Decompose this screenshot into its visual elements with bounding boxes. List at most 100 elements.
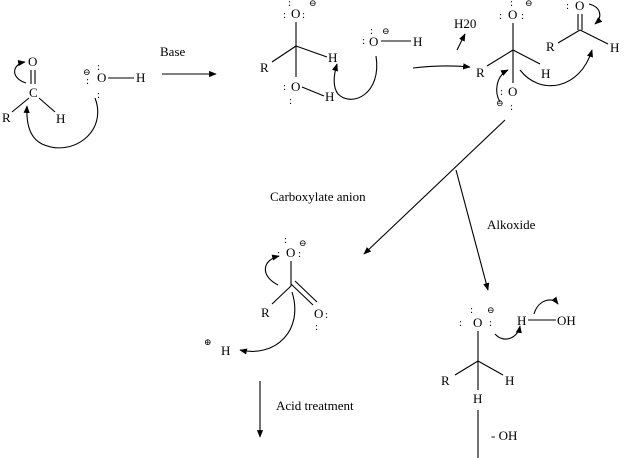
aldehyde-oxygen: O xyxy=(28,54,37,69)
alkoxide-label: Alkoxide xyxy=(487,217,536,232)
second-aldehyde-structure: : O R H xyxy=(546,0,619,55)
hydrate-ch-bond xyxy=(295,45,328,58)
hydroxide-1-charge: ⊖ xyxy=(83,67,91,77)
alkoxide-protonation-arrow xyxy=(494,325,522,340)
carboxylate-top-o-charge: ⊖ xyxy=(299,238,307,248)
hydroxide-2-oxygen: O xyxy=(369,34,378,49)
hydroxide-2-charge: ⊖ xyxy=(382,26,390,36)
hydrate-to-dianion-arrow xyxy=(412,63,471,70)
dianion-top-o-lone-pair-right: : xyxy=(521,10,525,22)
hydrate-top-o-lone-pair-left: : xyxy=(283,9,287,21)
hydrate-oh-bond xyxy=(301,86,325,97)
alkoxide-structure: : ⊖ : O : R H H xyxy=(441,304,522,406)
aldehyde-2-hydrogen: H xyxy=(610,40,619,55)
carboxylate-r-group: R xyxy=(261,305,270,320)
aldehyde-2-r-group: R xyxy=(546,39,555,54)
aldehyde-cr-bond xyxy=(11,97,30,113)
hydroxide-ion-2: : : ⊖ O H xyxy=(332,25,422,100)
aldehyde-2-oxygen: O xyxy=(575,0,584,13)
carboxylate-co-double-2 xyxy=(294,280,318,303)
alkoxide-o-lone-pair-top: : xyxy=(470,304,474,316)
carboxylate-right-o-lone-pair-bottom: : xyxy=(315,321,319,333)
aldehyde-hydrogen: H xyxy=(56,111,65,126)
dianion-cr-bond xyxy=(486,49,514,67)
hydrate-top-o-charge: ⊖ xyxy=(309,0,317,8)
protonation-arrow xyxy=(239,291,296,355)
water-hydrogen: H xyxy=(517,313,526,328)
to-alkoxide-arrow xyxy=(455,169,490,291)
water-label: H20 xyxy=(454,16,476,31)
dianion-reform-carbonyl-arrow xyxy=(496,69,509,103)
hydroxide-1-hydrogen: H xyxy=(136,70,145,85)
hydroxide-1-oxygen: O xyxy=(97,70,106,85)
hydride-transfer-arrow xyxy=(519,49,593,87)
carboxylate-right-o-lone-pair-right: : xyxy=(325,309,329,321)
hydrate-top-o-lone-pair-right: : xyxy=(302,9,306,21)
acid-treatment-label: Acid treatment xyxy=(276,398,354,413)
hydroxide-attack-arrow xyxy=(23,97,99,149)
hydroxide-2-lone-pair-top: : xyxy=(370,25,374,37)
alkoxide-hydrogen-right: H xyxy=(505,373,514,388)
carboxylate-top-oxygen: O xyxy=(286,245,295,260)
alkoxide-ch-bond-right xyxy=(477,360,504,376)
dianion-top-o-charge: ⊖ xyxy=(525,0,533,8)
aldehyde-pi-bond-arrow xyxy=(14,60,27,84)
base-label: Base xyxy=(160,44,186,59)
dianion-bottom-o-charge: ⊖ xyxy=(496,98,504,108)
proton-hydrogen: H xyxy=(221,343,230,358)
hydroxide-1-lone-pair-bottom: : xyxy=(97,89,101,101)
hydrate-bottom-o-lone-pair-left: : xyxy=(283,81,287,93)
dianion-top-oxygen: O xyxy=(508,7,517,22)
dianion-ch-bond xyxy=(512,49,541,65)
hydrate-r-group: R xyxy=(260,60,269,75)
aldehyde-carbon: C xyxy=(29,85,38,100)
aldehyde-structure: O C R H xyxy=(2,54,65,126)
dianion-top-o-lone-pair-top: : xyxy=(510,0,514,9)
hydrate-oh-hydrogen: H xyxy=(325,89,334,104)
carboxylate-resonance-arrow xyxy=(264,254,280,286)
dianion-bottom-o-lone-pair-bottom: : xyxy=(510,101,514,113)
aldehyde-r-group: R xyxy=(2,110,11,125)
aldehyde-2-cr-bond xyxy=(557,29,581,44)
hydroxide-2-hydrogen: H xyxy=(413,34,422,49)
carboxylate-co-double-1 xyxy=(290,283,314,306)
hydrate-cr-bond xyxy=(271,45,297,63)
alkoxide-hydrogen-bottom: H xyxy=(473,391,482,406)
alkoxide-o-lone-pair-right: : xyxy=(489,317,493,329)
hydrate-top-o-lone-pair-top: : xyxy=(288,0,292,9)
hydroxide-leaving-label: - OH xyxy=(491,428,517,443)
water-molecule: H OH xyxy=(517,296,576,328)
hydrate-structure: : ⊖ : O : R H O : : H xyxy=(260,0,337,107)
dianion-hydrogen: H xyxy=(541,66,550,81)
dianion-r-group: R xyxy=(476,65,485,80)
aldehyde-2-pi-bond-arrow xyxy=(588,3,603,25)
hydrate-top-oxygen: O xyxy=(291,6,300,21)
hydroxide-deprotonation-arrow xyxy=(332,55,378,100)
dianion-bottom-o-lone-pair-left: : xyxy=(500,86,504,98)
hydroxide-2-lone-pair-left: : xyxy=(362,35,366,47)
to-carboxylate-arrow xyxy=(363,119,506,255)
alkoxide-r-group: R xyxy=(441,373,450,388)
hydroxide-1-lone-pair-left: : xyxy=(86,75,90,87)
hydrate-hydrogen: H xyxy=(328,50,337,65)
carboxylate-top-o-lone-pair-top: : xyxy=(284,234,288,246)
water-release-arrow xyxy=(456,33,466,51)
dianion-top-o-lone-pair-left: : xyxy=(499,10,503,22)
carboxylate-cr-bond xyxy=(271,285,292,305)
aldehyde-ch-bond xyxy=(38,97,56,113)
carboxylate-top-o-lone-pair-right: : xyxy=(298,248,302,260)
dianion-structure: : ⊖ : O : R H O : ⊖ : xyxy=(476,0,593,113)
carboxylate-right-oxygen: O xyxy=(314,306,323,321)
alkoxide-oxygen: O xyxy=(473,315,482,330)
dianion-bottom-oxygen: O xyxy=(508,84,517,99)
aldehyde-2-ch-bond xyxy=(579,29,609,45)
hydroxide-ion-1: ⊖ : : O : H xyxy=(23,61,145,149)
hydrate-bottom-oxygen: O xyxy=(291,79,300,94)
hydroxide-1-lone-pair-top: : xyxy=(97,61,101,73)
alkoxide-o-lone-pair-left: : xyxy=(459,317,463,329)
carboxylate-top-o-lone-pair-left: : xyxy=(277,248,281,260)
carboxylate-label: Carboxylate anion xyxy=(270,189,366,204)
proton-charge: ⊕ xyxy=(204,337,212,347)
